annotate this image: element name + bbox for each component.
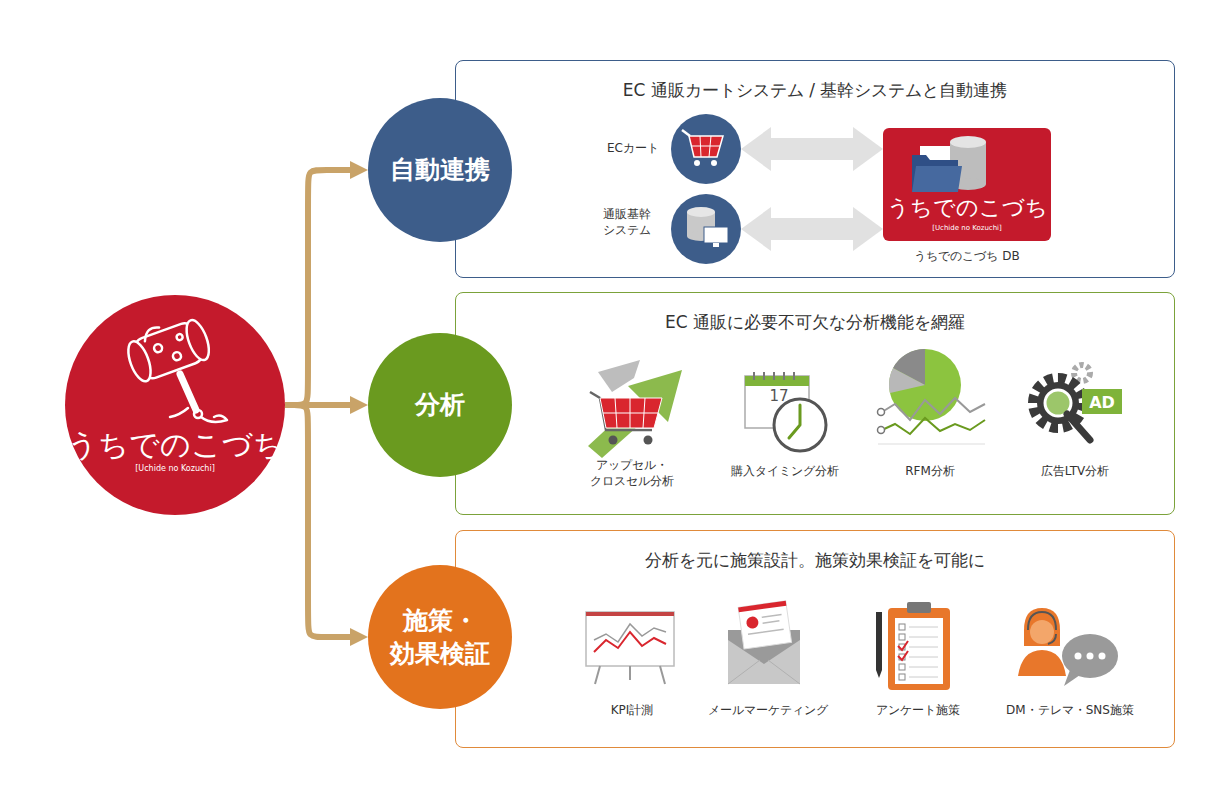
node-label: 自動連携 — [368, 154, 512, 187]
icon-circle: 通販基幹 システム — [671, 194, 741, 264]
node-label: 分析を元に施策設計。施策効果検証を可能に — [456, 549, 1174, 571]
node-label: [Uchide no Kozuchi] — [65, 464, 285, 474]
node-label: EC 通販カートシステム / 基幹システムと自動連携 — [456, 79, 1174, 101]
node-label: 施策・ 効果検証 — [368, 605, 512, 670]
feature-panel: EC 通販カートシステム / 基幹システムと自動連携ECカート通販基幹 システム… — [455, 60, 1175, 278]
category-circle: 施策・ 効果検証 — [368, 565, 512, 709]
feature-panel: EC 通販に必要不可欠な分析機能を網羅 — [455, 292, 1175, 515]
branch-arrow — [285, 170, 360, 405]
circle-fill — [368, 98, 512, 242]
feature-panel: 分析を元に施策設計。施策効果検証を可能に — [455, 530, 1175, 748]
node-label: EC 通販に必要不可欠な分析機能を網羅 — [456, 311, 1174, 333]
circle-fill — [368, 333, 512, 477]
branch-arrow — [285, 402, 360, 408]
circle-shape — [671, 194, 741, 264]
node-label: うちでのこづち DB — [883, 249, 1051, 265]
category-circle: 分析 — [368, 333, 512, 477]
circle-fill — [368, 565, 512, 709]
icon-circle: ECカート — [671, 114, 741, 184]
circle-fill — [671, 114, 741, 184]
node-label: 分析 — [368, 389, 512, 422]
circle-fill — [65, 295, 285, 515]
circle-fill — [671, 194, 741, 264]
circle-shape — [671, 114, 741, 184]
branch-arrow — [285, 405, 360, 637]
database-box: うちでのこづち[Uchide no Kozuchi]うちでのこづち DB — [883, 128, 1051, 241]
node-label: ECカート — [587, 141, 659, 157]
circle-shape — [368, 565, 512, 709]
logo-circle: うちでのこづち[Uchide no Kozuchi] — [65, 295, 285, 515]
node-label: 通販基幹 システム — [595, 207, 659, 238]
circle-shape — [65, 295, 285, 515]
node-label: うちでのこづち — [883, 194, 1051, 223]
node-label: うちでのこづち — [65, 425, 285, 464]
category-circle: 自動連携 — [368, 98, 512, 242]
node-label: [Uchide no Kozuchi] — [883, 224, 1051, 233]
